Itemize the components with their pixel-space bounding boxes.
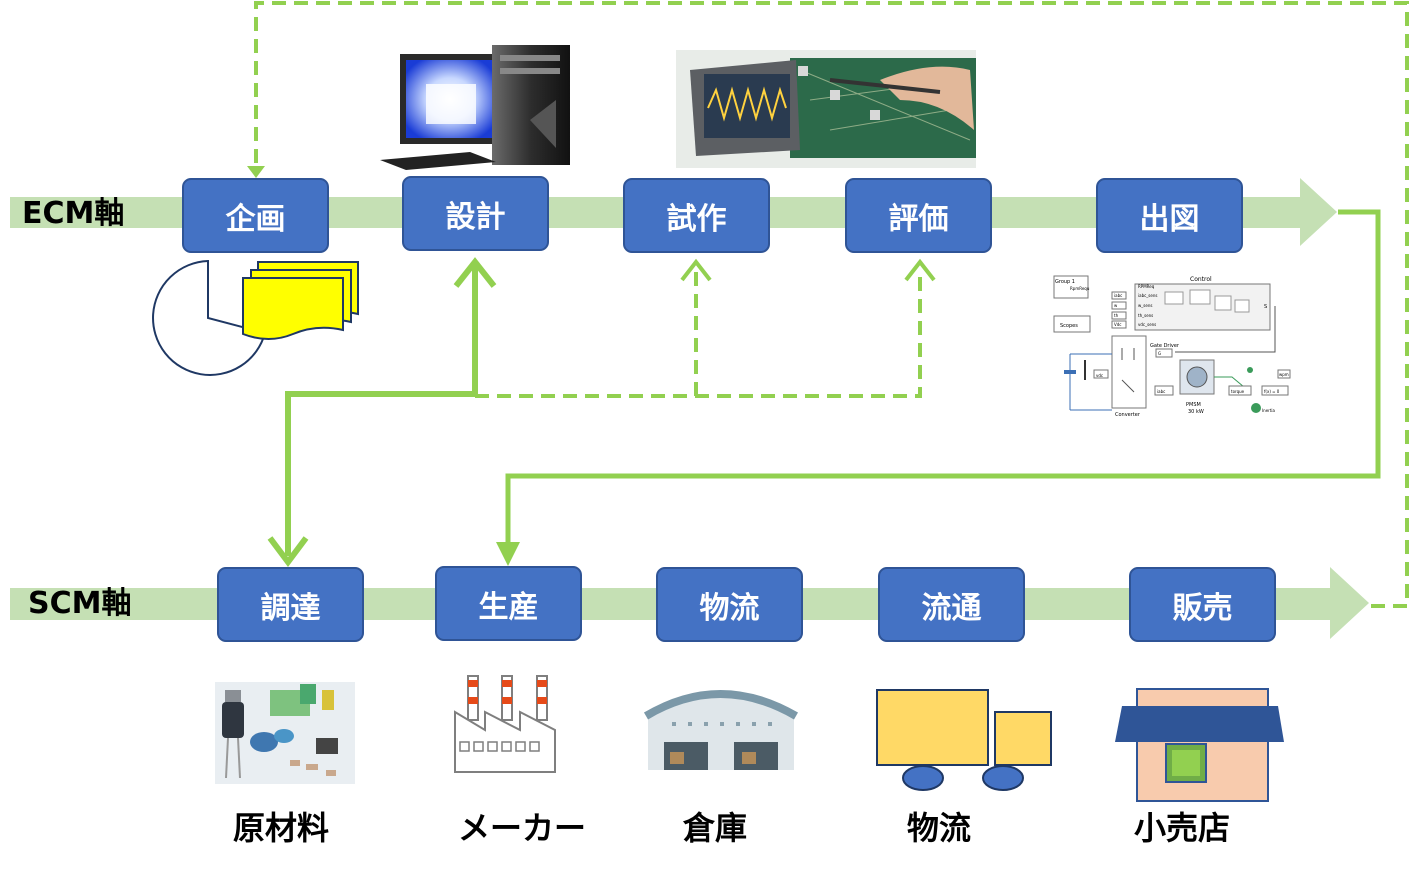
input-3: Vdc — [1114, 322, 1121, 327]
ecm-axis-label: ECM軸 — [22, 196, 125, 231]
g-label: G — [1158, 351, 1161, 356]
converter-label: Converter — [1115, 412, 1141, 418]
scopes-label: Scopes — [1060, 323, 1078, 329]
design-arrowhead — [453, 257, 497, 288]
s-port-label: S — [1264, 304, 1267, 310]
fx-label: f(x) = 0 — [1264, 389, 1280, 394]
scm-axis-label: SCM軸 — [28, 586, 132, 621]
control-label: Control — [1190, 276, 1212, 283]
node-release[interactable]: 出図 — [1096, 178, 1243, 253]
node-evaluation[interactable]: 評価 — [845, 178, 992, 253]
release-to-production-line — [505, 209, 1381, 556]
node-sales[interactable]: 販売 — [1129, 567, 1276, 642]
input-name-2: th_sens — [1138, 313, 1153, 318]
feedback-dashed-loop — [254, 1, 1409, 608]
caption-warehouse: 倉庫 — [683, 809, 748, 847]
gate-driver-label: Gate Driver — [1150, 343, 1180, 349]
prototype-dashed-line — [475, 272, 922, 398]
pie-chart-icon — [152, 259, 267, 376]
input-2: th — [1114, 313, 1119, 318]
node-procurement[interactable]: 調達 — [217, 567, 364, 642]
node-distribution[interactable]: 流通 — [878, 567, 1025, 642]
wpm-label: wpm — [1279, 372, 1289, 377]
production-arrowhead — [496, 542, 520, 566]
caption-manufacturer: メーカー — [458, 809, 587, 847]
documents-icon — [242, 261, 359, 340]
iabc-label: iabc — [1157, 389, 1165, 394]
torque-label: torque — [1231, 389, 1245, 394]
pmsm-label: PMSM — [1186, 402, 1201, 408]
ref-label: RPMReq — [1138, 284, 1155, 289]
design-procurement-line — [285, 262, 478, 556]
caption-raw-materials: 原材料 — [233, 809, 330, 847]
input-0: iabc — [1114, 293, 1122, 298]
input-name-0: iabc_sens — [1138, 293, 1157, 298]
prototype-arrowhead — [680, 258, 712, 282]
vdc-label: vdc — [1096, 373, 1103, 378]
pmsm-power-label: 30 kW — [1188, 409, 1204, 415]
input-name-3: vdc_sens — [1138, 322, 1156, 327]
procurement-arrowhead — [267, 536, 309, 567]
inertia-label: Inertia — [1262, 408, 1276, 413]
node-logistics[interactable]: 物流 — [656, 567, 803, 642]
node-design[interactable]: 設計 — [402, 176, 549, 251]
node-prototype[interactable]: 試作 — [623, 178, 770, 253]
feedback-arrowhead — [247, 166, 265, 178]
caption-retail: 小売店 — [1134, 809, 1231, 847]
node-planning[interactable]: 企画 — [182, 178, 329, 253]
group-sub-label: RpmRequ — [1070, 286, 1090, 291]
input-1: w — [1114, 303, 1118, 308]
input-name-1: w_sens — [1138, 303, 1152, 308]
group-label: Group 1 — [1055, 279, 1075, 285]
evaluation-arrowhead — [904, 258, 936, 282]
caption-logistics: 物流 — [907, 809, 972, 847]
node-production[interactable]: 生産 — [435, 566, 582, 641]
